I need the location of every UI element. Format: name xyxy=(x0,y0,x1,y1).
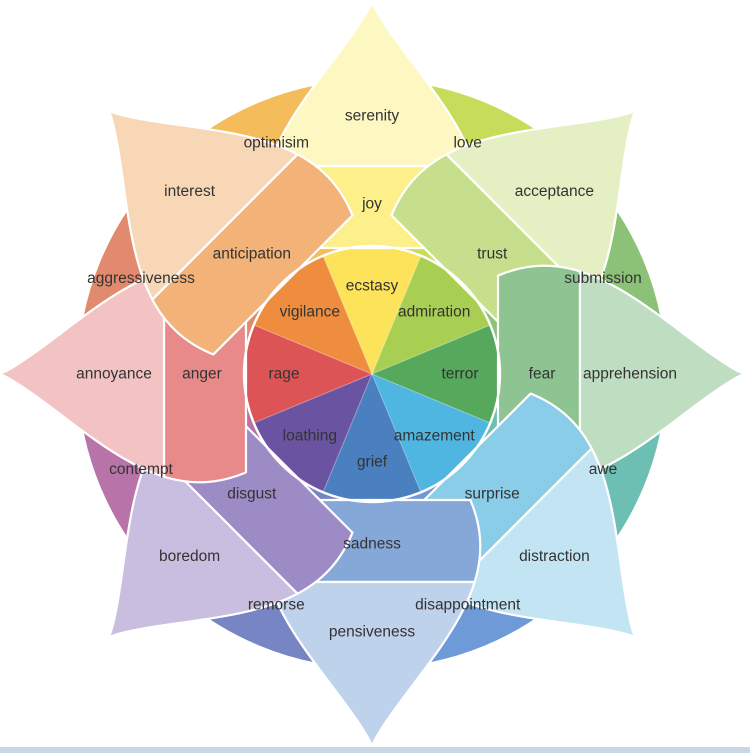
band-outer-trust xyxy=(445,109,637,301)
band-outer-joy xyxy=(268,0,476,168)
label-boredom: boredom xyxy=(159,548,220,565)
label-disappointment: disappointment xyxy=(415,597,521,614)
label-terror: terror xyxy=(441,366,478,383)
label-anticipation: anticipation xyxy=(213,245,291,262)
label-joy: joy xyxy=(361,196,382,213)
core-divider xyxy=(371,324,491,375)
label-awe: awe xyxy=(589,461,617,478)
core-divider xyxy=(371,373,422,493)
label-fear: fear xyxy=(529,366,556,383)
core-sector-anger xyxy=(243,325,372,423)
label-aggressiveness: aggressiveness xyxy=(87,270,195,287)
label-optimisim: optimisim xyxy=(244,135,309,152)
inner-ring-outline xyxy=(242,244,502,504)
core-divider xyxy=(371,373,491,424)
label-ecstasy: ecstasy xyxy=(346,278,399,295)
label-serenity: serenity xyxy=(345,108,400,125)
label-amazement: amazement xyxy=(394,428,476,445)
label-sadness: sadness xyxy=(343,536,401,553)
label-trust: trust xyxy=(477,245,508,262)
label-loathing: loathing xyxy=(283,428,337,445)
emotion-labels: ecstasy joy serenity admiration trust accepta… xyxy=(76,108,677,641)
label-pensiveness: pensiveness xyxy=(329,624,415,641)
label-distraction: distraction xyxy=(519,548,590,565)
core-divider xyxy=(253,373,373,424)
band-outer-fear xyxy=(578,270,746,478)
core-divider xyxy=(371,255,422,375)
label-disgust: disgust xyxy=(227,486,277,503)
band-outer-anticipation xyxy=(107,109,299,301)
label-interest: interest xyxy=(164,183,216,200)
label-acceptance: acceptance xyxy=(515,183,594,200)
core-divider xyxy=(322,373,373,493)
label-remorse: remorse xyxy=(248,597,305,614)
label-vigilance: vigilance xyxy=(280,303,340,320)
label-contempt: contempt xyxy=(109,461,173,478)
band-outer-sadness xyxy=(268,580,476,748)
band-outer-surprise xyxy=(445,447,637,639)
band-outer-disgust xyxy=(107,447,299,639)
core-sector-sadness xyxy=(323,374,421,503)
core-sector-joy xyxy=(323,245,421,374)
label-grief: grief xyxy=(357,454,388,471)
label-anger: anger xyxy=(182,366,222,383)
label-annoyance: annoyance xyxy=(76,366,152,383)
core-sector-fear xyxy=(372,325,501,423)
bottom-edge-bar xyxy=(0,747,750,753)
core-divider xyxy=(322,255,373,375)
label-admiration: admiration xyxy=(398,303,470,320)
label-love: love xyxy=(453,135,481,152)
label-surprise: surprise xyxy=(465,486,520,503)
label-rage: rage xyxy=(268,366,299,383)
label-submission: submission xyxy=(564,270,642,287)
core-divider xyxy=(253,324,373,375)
label-apprehension: apprehension xyxy=(583,366,677,383)
band-outer-anger xyxy=(0,270,166,478)
